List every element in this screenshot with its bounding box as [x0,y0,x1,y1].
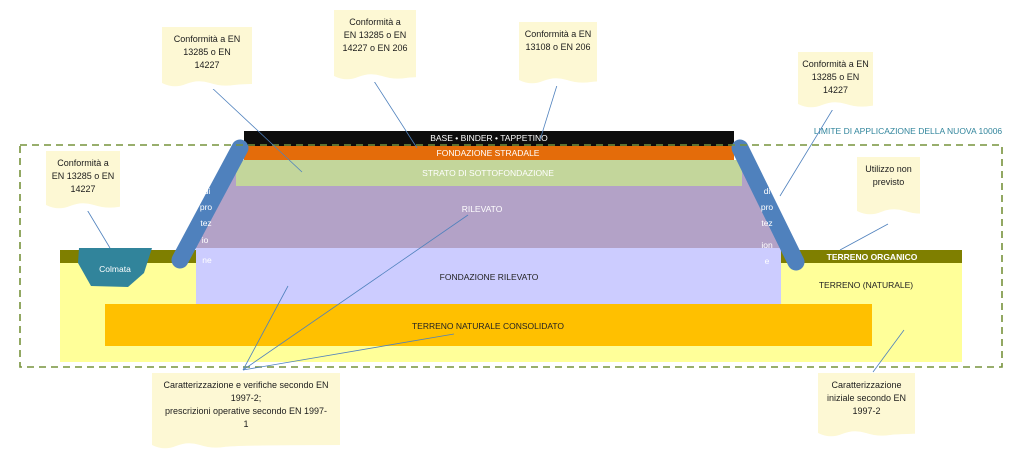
left-protection-text: o di pro tez io ne [200,170,213,265]
organic-soil-label: TERRENO ORGANICO [827,252,918,262]
application-limit-box [19,144,1003,368]
svg-text:e: e [765,256,770,266]
road-foundation-layer [244,146,734,160]
consolidated-soil-layer [105,304,872,346]
note-organic-soil-not-used: Utilizzo non previsto [857,157,920,217]
road-foundation-label: FONDAZIONE STRADALE [437,148,540,158]
svg-text:ion: ion [761,240,773,250]
svg-text:pro: pro [761,202,774,212]
svg-text:tez: tez [200,218,211,228]
svg-text:di: di [204,186,211,196]
application-limit-label: LIMITE DI APPLICAZIONE DELLA NUOVA 10006 [814,126,1003,136]
embankment-foundation-label: FONDAZIONE RILEVATO [440,272,539,282]
svg-text:di: di [764,186,771,196]
pavement-label: BASE • BINDER • TAPPETINO [430,133,548,143]
svg-text:o: o [207,170,212,180]
embankment-label: RILEVATO [462,204,503,214]
note-compliance-road-base: Conformità a EN 13285 o EN 14227 [162,27,252,89]
subbase-label: STRATO DI SOTTOFONDAZIONE [422,168,554,178]
right-protection-layer [731,139,805,271]
consolidated-soil-label: TERRENO NATURALE CONSOLIDATO [412,321,564,331]
note-natural-soil-characterization: Caratterizzazione iniziale secondo EN 19… [818,373,915,439]
note-compliance-pavement: Conformità a EN 13108 o EN 206 [519,22,597,86]
note-compliance-right-protection: Conformità a EN 13285 o EN 14227 [798,52,873,110]
note-compliance-road-foundation: Conformità a EN 13285 o EN 14227 o EN 20… [334,10,416,82]
svg-text:t: t [765,170,768,180]
subbase-layer [236,160,742,186]
svg-text:ne: ne [202,255,212,265]
embankment-foundation-layer [196,247,781,304]
svg-text:io: io [202,235,209,245]
svg-text:pro: pro [200,202,213,212]
left-protection-layer [171,139,249,269]
pavement-layer [244,131,734,146]
right-protection-text: t di pro tez ion e [761,170,774,266]
natural-soil-label: TERRENO (NATURALE) [819,280,913,290]
note-foundation-characterization: Caratterizzazione e verifiche secondo EN… [152,373,340,451]
colmata-fill [78,248,152,287]
svg-text:tez: tez [761,218,772,228]
note-compliance-colmata: Conformità a EN 13285 o EN 14227 [46,151,120,211]
colmata-label: Colmata [99,264,131,274]
leader-lines [85,77,905,373]
